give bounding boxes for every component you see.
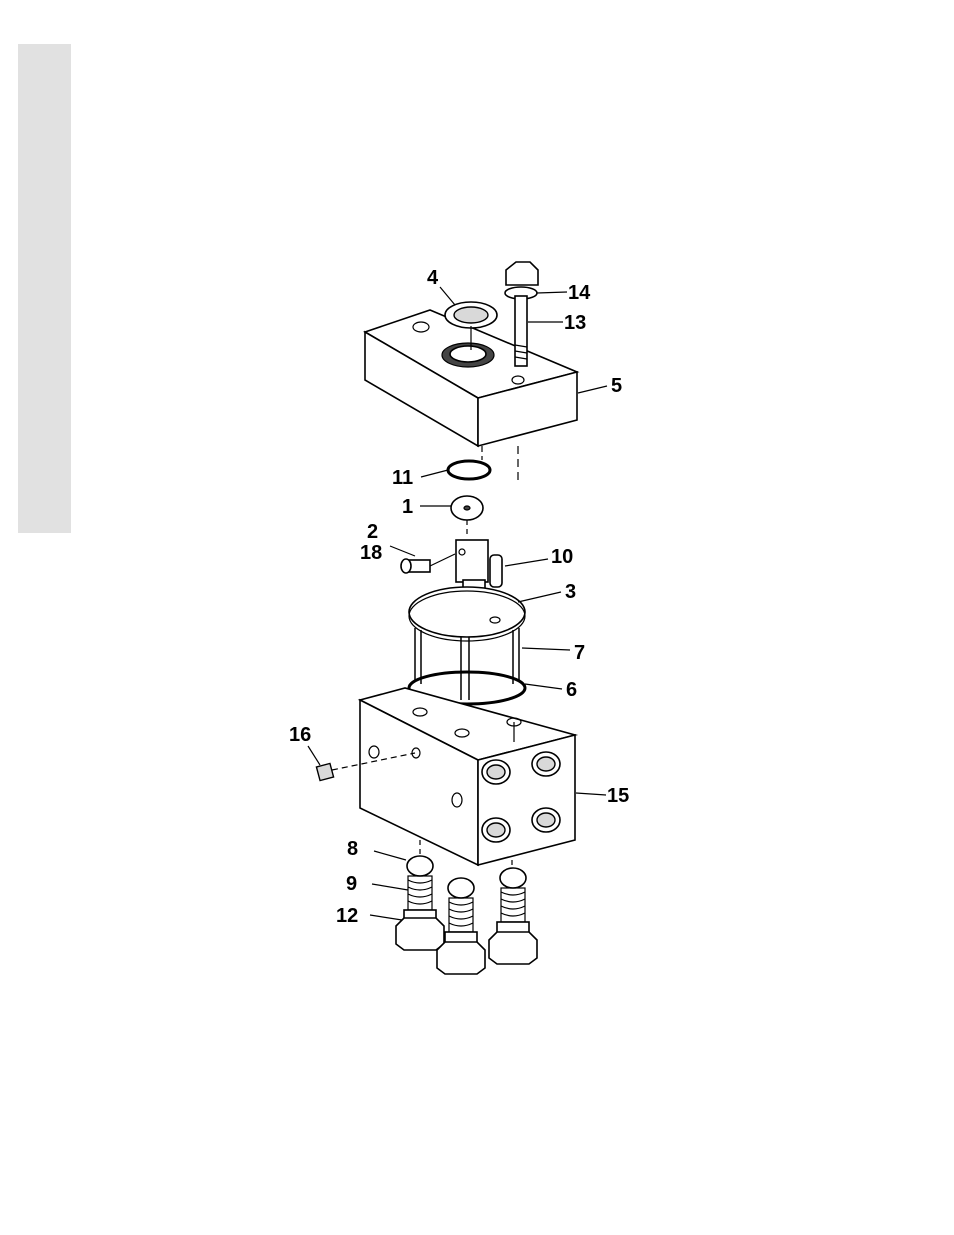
plug-assembly-left — [396, 840, 444, 950]
callout-6: 6 — [566, 679, 577, 701]
spring-cage — [409, 587, 525, 700]
callout-1: 1 — [402, 496, 413, 518]
callout-11: 11 — [392, 467, 413, 489]
callout-16: 16 — [289, 724, 311, 746]
clevis-pin — [401, 554, 455, 573]
callout-4: 4 — [427, 267, 439, 289]
callout-18: 18 — [360, 542, 382, 564]
callout-14: 14 — [568, 282, 591, 304]
callout-13: 13 — [564, 312, 586, 334]
callout-10: 10 — [551, 546, 573, 568]
callout-12: 12 — [336, 905, 358, 927]
callout-3: 3 — [565, 581, 576, 603]
callout-2: 2 — [367, 521, 378, 543]
o-ring-small — [448, 461, 490, 479]
callout-8: 8 — [347, 838, 358, 860]
callout-7: 7 — [574, 642, 585, 664]
callout-9: 9 — [346, 873, 357, 895]
disc — [451, 496, 483, 535]
callout-15: 15 — [607, 785, 629, 807]
plug-assembly-right — [489, 860, 537, 964]
valve-body — [360, 688, 575, 865]
callout-5: 5 — [611, 375, 622, 397]
dowel-pin — [490, 555, 502, 587]
